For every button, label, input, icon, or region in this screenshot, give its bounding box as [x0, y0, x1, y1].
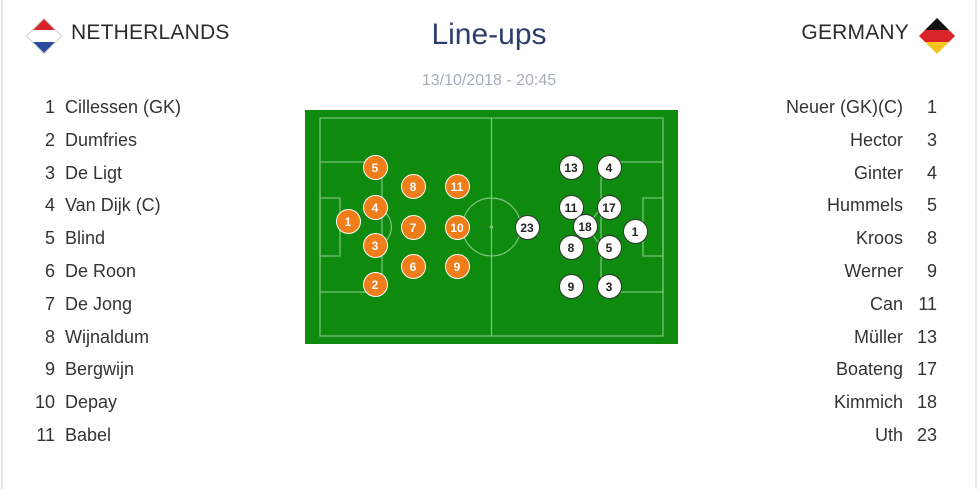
page-title: Line-ups — [431, 18, 547, 51]
home-roster-item: 9 Bergwijn — [31, 357, 181, 390]
away-roster-item: Can 11 — [786, 292, 937, 325]
away-player-marker[interactable]: 8 — [558, 234, 584, 260]
player-number: 11 — [36, 424, 55, 445]
player-name: De Ligt — [65, 162, 123, 183]
home-team-name: NETHERLANDS — [71, 21, 230, 44]
away-player-marker[interactable]: 9 — [558, 273, 584, 299]
home-player-marker[interactable]: 11 — [444, 173, 470, 199]
player-name: Wijnaldum — [65, 326, 150, 347]
player-name: Depay — [65, 392, 118, 413]
away-roster-item: Werner 9 — [786, 259, 937, 292]
player-name: Bergwijn — [65, 359, 135, 380]
germany-flag-icon — [919, 18, 955, 54]
home-roster-item: 4 Van Dijk (C) — [31, 193, 181, 226]
home-roster-item: 2 Dumfries — [31, 128, 181, 161]
player-number: 3 — [926, 129, 937, 150]
home-player-marker[interactable]: 1 — [335, 208, 361, 234]
away-roster-item: Kimmich 18 — [786, 390, 937, 423]
away-roster-item: Hummels 5 — [786, 193, 937, 226]
away-player-marker[interactable]: 1 — [622, 218, 648, 244]
away-player-marker[interactable]: 5 — [596, 234, 622, 260]
away-player-marker[interactable]: 23 — [514, 214, 540, 240]
home-roster-item: 1 Cillessen (GK) — [31, 95, 181, 128]
player-number: 5 — [44, 228, 55, 249]
player-number: 4 — [44, 195, 55, 216]
home-player-marker[interactable]: 5 — [362, 154, 388, 180]
player-name: De Roon — [65, 260, 137, 281]
player-name: De Jong — [65, 293, 133, 314]
home-player-marker[interactable]: 4 — [362, 194, 388, 220]
home-roster-item: 7 De Jong — [31, 292, 181, 325]
player-number: 1 — [44, 97, 55, 117]
player-name: Ginter — [853, 162, 903, 183]
home-player-marker[interactable]: 6 — [400, 253, 426, 279]
player-name: Cillessen (GK) — [65, 97, 182, 117]
home-roster-item: 6 De Roon — [31, 259, 181, 292]
away-player-marker[interactable]: 18 — [572, 213, 598, 239]
away-player-marker[interactable]: 4 — [596, 154, 622, 180]
player-number: 9 — [926, 260, 937, 281]
away-team-name: GERMANY — [801, 21, 909, 44]
player-number: 8 — [926, 228, 937, 249]
player-number: 4 — [926, 162, 937, 183]
player-number: 1 — [926, 97, 937, 117]
home-player-marker[interactable]: 8 — [400, 173, 426, 199]
player-name: Werner — [844, 260, 903, 281]
player-number: 10 — [34, 392, 55, 413]
home-roster-item: 10 Depay — [31, 390, 181, 423]
home-roster-item: 3 De Ligt — [31, 161, 181, 194]
away-player-marker[interactable]: 13 — [558, 154, 584, 180]
player-name: Babel — [65, 424, 112, 445]
player-name: Kimmich — [833, 392, 903, 413]
away-roster-item: Boateng 17 — [786, 357, 937, 390]
away-roster-item: Ginter 4 — [786, 161, 937, 194]
home-player-marker[interactable]: 7 — [400, 214, 426, 240]
player-number: 3 — [44, 162, 55, 183]
home-roster-item: 8 Wijnaldum — [31, 325, 181, 358]
player-number: 11 — [918, 293, 937, 314]
player-name: Hector — [849, 129, 903, 150]
home-roster: 1 Cillessen (GK) 2 Dumfries 3 De Ligt 4 Van Dij… — [31, 95, 181, 456]
away-player-marker[interactable]: 17 — [596, 194, 622, 220]
player-name: Can — [869, 293, 903, 314]
home-roster-item: 11 Babel — [31, 423, 181, 456]
match-datetime: 13/10/2018 - 20:45 — [421, 72, 557, 89]
pitch-field — [305, 110, 678, 344]
player-number: 7 — [44, 293, 55, 314]
player-number: 2 — [44, 129, 55, 150]
home-player-marker[interactable]: 2 — [362, 271, 388, 297]
player-number: 9 — [44, 359, 55, 380]
player-name: Neuer (GK)(C) — [785, 97, 903, 117]
player-name: Hummels — [826, 195, 903, 216]
away-roster-item: Müller 13 — [786, 325, 937, 358]
player-name: Müller — [853, 326, 903, 347]
player-name: Kroos — [855, 228, 903, 249]
player-name: Dumfries — [65, 129, 138, 150]
player-number: 6 — [44, 260, 55, 281]
away-roster-item: Uth 23 — [786, 423, 937, 456]
player-name: Blind — [65, 228, 106, 249]
center-spot — [489, 225, 494, 229]
player-number: 17 — [916, 359, 937, 380]
player-number: 18 — [916, 392, 937, 413]
netherlands-flag-icon — [26, 18, 62, 54]
away-roster-item: Hector 3 — [786, 128, 937, 161]
home-player-marker[interactable]: 10 — [444, 214, 470, 240]
player-name: Van Dijk (C) — [65, 195, 161, 216]
player-number: 8 — [44, 326, 55, 347]
home-player-marker[interactable]: 3 — [362, 232, 388, 258]
player-number: 23 — [916, 424, 937, 445]
away-player-marker[interactable]: 3 — [596, 273, 622, 299]
home-player-marker[interactable]: 9 — [444, 253, 470, 279]
away-roster-item: Kroos 8 — [786, 226, 937, 259]
player-number: 5 — [926, 195, 937, 216]
player-number: 13 — [916, 326, 937, 347]
home-roster-item: 5 Blind — [31, 226, 181, 259]
player-name: Uth — [874, 424, 903, 445]
away-roster-item: Neuer (GK)(C) 1 — [786, 95, 937, 128]
player-name: Boateng — [835, 359, 903, 380]
